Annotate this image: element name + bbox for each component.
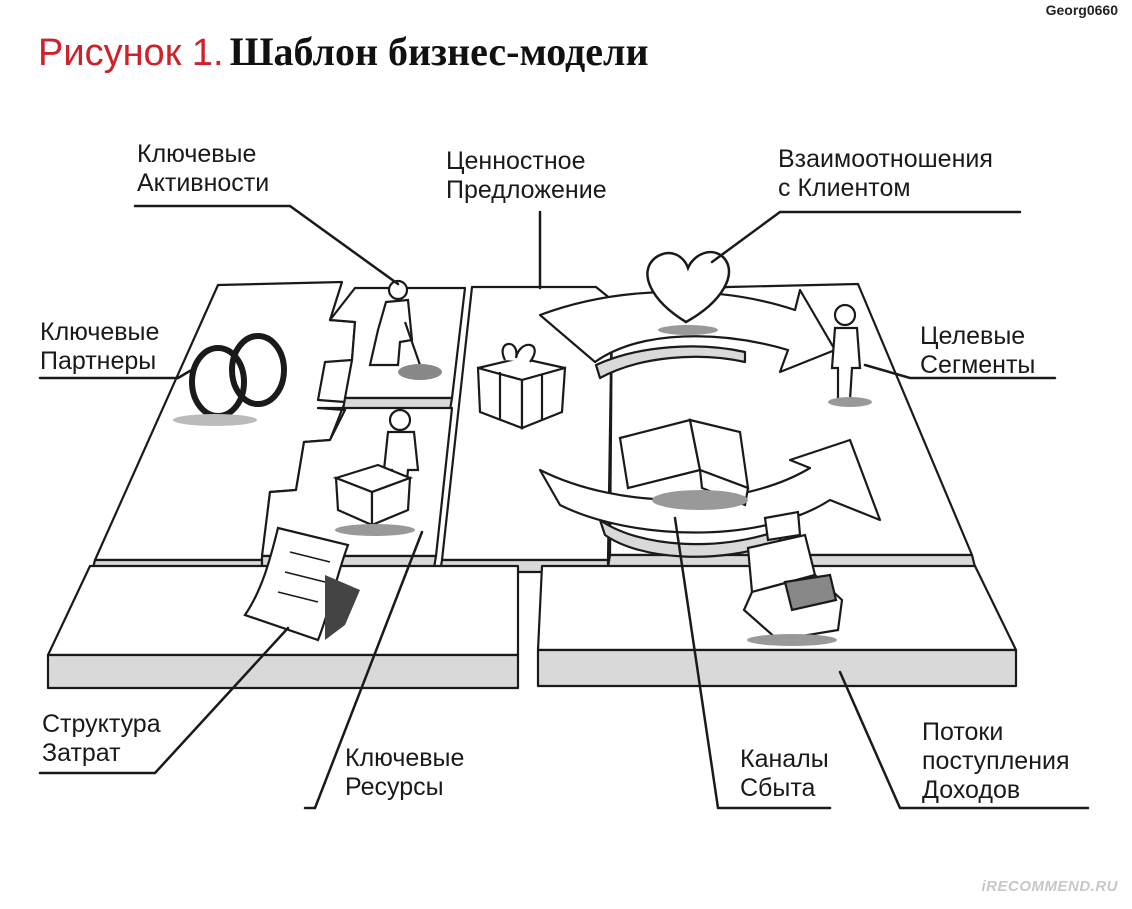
leader-customer-segments — [863, 363, 1057, 380]
leader-lines — [38, 204, 1090, 810]
cash-register-icon — [742, 510, 844, 646]
label-cost-structure: Структура Затрат — [42, 710, 161, 767]
worker-digging-icon — [368, 279, 442, 380]
label-key-activities: Ключевые Активности — [137, 140, 270, 197]
leader-customer-relationships — [710, 210, 1022, 264]
author-watermark: Georg0660 — [1045, 2, 1118, 18]
worker-machine-icon — [332, 408, 420, 536]
figure-title-text: Шаблон бизнес-модели — [229, 29, 649, 74]
figure-number: Рисунок 1. — [38, 32, 224, 74]
gift-box-icon — [476, 342, 567, 430]
standing-person-icon — [828, 303, 872, 407]
figure-title: Рисунок 1.Шаблон бизнес-модели — [38, 28, 649, 75]
document-icon — [243, 526, 360, 642]
label-revenue-streams: Потоки поступления Доходов — [922, 718, 1070, 804]
heart-icon — [646, 250, 731, 335]
label-key-resources: Ключевые Ресурсы — [345, 744, 465, 801]
leader-key-activities — [133, 204, 400, 286]
leader-cost-structure — [38, 626, 290, 775]
leader-revenue-streams — [838, 670, 1090, 810]
label-customer-relationships: Взаимоотношения с Клиентом — [778, 145, 993, 202]
leader-key-resources — [303, 530, 424, 810]
leader-channels — [673, 516, 832, 810]
delivery-truck-icon — [618, 418, 750, 510]
label-channels: Каналы Сбыта — [740, 745, 829, 802]
recommend-watermark: iRECOMMEND.RU — [981, 878, 1118, 895]
rings-icon — [173, 333, 287, 426]
label-customer-segments: Целевые Сегменты — [920, 322, 1036, 379]
label-value-proposition: Ценностное Предложение — [446, 147, 607, 204]
label-key-partners: Ключевые Партнеры — [40, 318, 160, 375]
leader-key-partners — [38, 366, 197, 380]
